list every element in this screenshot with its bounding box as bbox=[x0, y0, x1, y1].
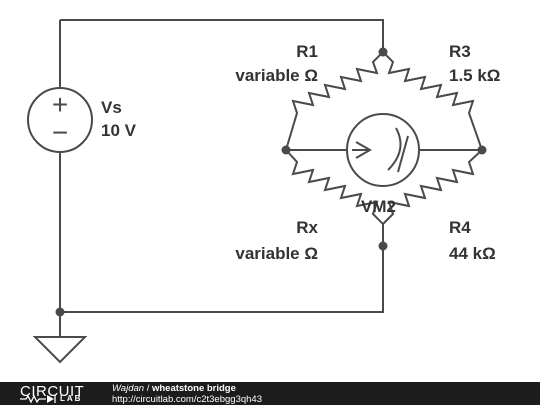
wire-bottom bbox=[60, 246, 384, 313]
rx-value-label: variable Ω bbox=[235, 244, 318, 263]
circuit-url-link[interactable]: http://circuitlab.com/c2t3ebgg3qh43 bbox=[112, 394, 262, 405]
circuit-title: wheatstone bridge bbox=[151, 383, 236, 394]
credit-block: Wajdan / wheatstone bridge http://circui… bbox=[112, 383, 262, 405]
r4-name-label: R4 bbox=[449, 218, 471, 237]
resistor-rx bbox=[285, 149, 384, 225]
logo-text-circuit: CIRCUIT bbox=[20, 383, 85, 400]
voltage-source-vs: + − bbox=[27, 87, 93, 153]
logo-text-lab: LAB bbox=[60, 394, 83, 403]
ground-icon bbox=[32, 336, 88, 364]
node-right bbox=[477, 145, 487, 155]
minus-symbol: − bbox=[52, 117, 68, 148]
circuitlab-logo[interactable]: CIRCUIT LAB bbox=[20, 382, 104, 405]
circuit-schematic: + − Vs 10 V R1 variable Ω R3 1.5 kΩ Rx v… bbox=[27, 19, 500, 364]
node-bottom bbox=[378, 241, 388, 251]
r3-value-label: 1.5 kΩ bbox=[449, 66, 500, 85]
plus-symbol: + bbox=[52, 89, 68, 120]
r4-value-label: 44 kΩ bbox=[449, 244, 496, 263]
vs-name-label: Vs bbox=[101, 98, 122, 117]
node-ground bbox=[55, 307, 65, 317]
vm2-name-label: VM2 bbox=[361, 197, 396, 216]
resistor-r3 bbox=[382, 51, 483, 151]
wire-top bbox=[60, 19, 384, 52]
node-top bbox=[378, 47, 388, 57]
resistor-r1 bbox=[285, 51, 384, 151]
separator: / bbox=[146, 383, 150, 394]
logo-trace-icon bbox=[20, 394, 56, 404]
node-left bbox=[281, 145, 291, 155]
r1-value-label: variable Ω bbox=[235, 66, 318, 85]
resistor-r4 bbox=[382, 149, 483, 225]
voltmeter-vm2 bbox=[346, 113, 420, 187]
author-link[interactable]: Wajdan bbox=[112, 383, 145, 394]
vs-value-label: 10 V bbox=[101, 121, 137, 140]
r1-name-label: R1 bbox=[296, 42, 318, 61]
r3-name-label: R3 bbox=[449, 42, 471, 61]
footer-bar: CIRCUIT LAB Wajdan / wheatstone bridge h… bbox=[0, 382, 540, 405]
rx-name-label: Rx bbox=[296, 218, 318, 237]
